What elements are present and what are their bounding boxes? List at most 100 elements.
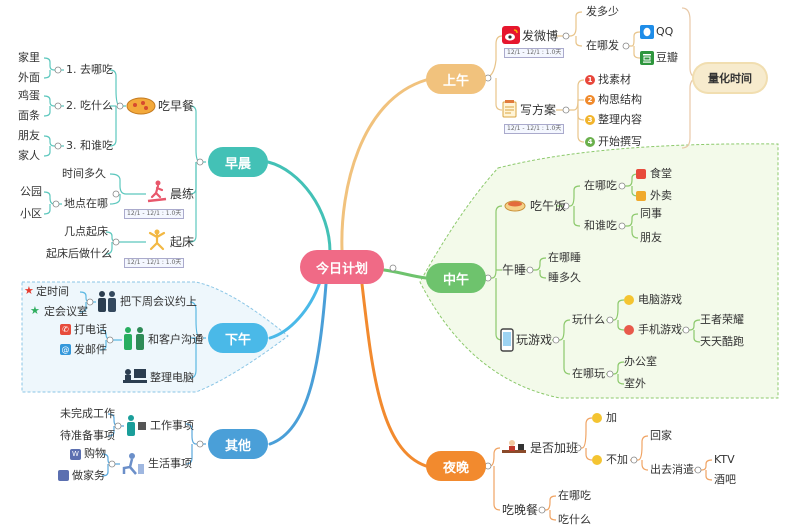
central-topic[interactable]: 今日计划: [300, 250, 384, 284]
stretching-person-icon: [148, 229, 166, 251]
topic-community[interactable]: 小区: [20, 207, 42, 220]
step-item[interactable]: 整理内容: [598, 113, 642, 126]
branch-line-evening: [360, 282, 428, 468]
topic-where-dine[interactable]: 在哪吃: [558, 489, 591, 502]
topic-where-eat[interactable]: 在哪吃: [584, 179, 617, 192]
topic-outdoor[interactable]: 室外: [624, 377, 646, 390]
topic-go-out[interactable]: 出去消遣: [650, 463, 694, 476]
topic-play-games[interactable]: 玩游戏: [516, 333, 553, 347]
topic-pc-game[interactable]: 电脑游戏: [638, 293, 682, 306]
topic-pending-items[interactable]: 待准备事项: [60, 429, 115, 442]
topic-overtime[interactable]: 是否加班: [530, 441, 579, 455]
priority-1-icon: 1: [585, 75, 595, 85]
qq-icon: [640, 25, 654, 39]
topic-weibo[interactable]: 发微博: [522, 29, 559, 43]
topic-mobile-game[interactable]: 手机游戏: [638, 323, 682, 336]
topic-exercise-duration[interactable]: 时间多久: [62, 167, 106, 180]
topic-life-items[interactable]: 生活事项: [148, 457, 192, 470]
work-people-icon: [127, 415, 146, 436]
topic-home[interactable]: 家里: [18, 51, 40, 64]
date-badge: 12/1 - 12/1 : 1.0天: [124, 209, 185, 219]
topic-nap[interactable]: 午睡: [502, 263, 527, 277]
topic-qq[interactable]: QQ: [656, 25, 674, 38]
topic-phone-call[interactable]: 打电话: [74, 323, 107, 336]
topic-go-home[interactable]: 回家: [650, 429, 672, 442]
topic-noodles[interactable]: 面条: [18, 109, 40, 122]
smiley-icon: [624, 295, 634, 305]
topic-work-items[interactable]: 工作事项: [150, 419, 194, 432]
topic-exercise[interactable]: 晨练: [170, 187, 195, 201]
treadmill-runner-icon: [147, 180, 167, 203]
topic-friends[interactable]: 朋友: [18, 129, 40, 142]
phone-call-icon: ✆: [60, 324, 71, 335]
topic-chores[interactable]: 做家务: [72, 469, 105, 482]
step-item[interactable]: 构思结构: [598, 93, 642, 106]
branch-line-afternoon: [268, 280, 322, 340]
topic-with-whom[interactable]: 和谁吃: [584, 219, 617, 232]
topic-breakfast[interactable]: 吃早餐: [158, 99, 195, 113]
topic-set-time[interactable]: 定时间: [36, 285, 69, 298]
branch-forenoon[interactable]: 上午: [426, 64, 486, 94]
topic-lunch[interactable]: 吃午饭: [530, 199, 567, 213]
topic-wake-time[interactable]: 几点起床: [64, 225, 108, 238]
topic-douban[interactable]: 豆瓣: [656, 51, 678, 64]
topic-unfinished-work[interactable]: 未完成工作: [60, 407, 115, 420]
topic-organize-computer[interactable]: 整理电脑: [150, 371, 194, 384]
topic-takeout[interactable]: 外卖: [650, 189, 672, 202]
topic-ktv[interactable]: KTV: [714, 453, 735, 466]
branch-morning[interactable]: 早晨: [208, 147, 268, 177]
topic-where-play[interactable]: 在哪玩: [572, 367, 605, 380]
branch-line-noon: [382, 268, 428, 280]
weibo-icon: [502, 26, 520, 44]
topic-eat-with[interactable]: 3. 和谁吃: [66, 139, 113, 152]
quantify-time-callout[interactable]: 量化时间: [694, 64, 766, 92]
topic-egg[interactable]: 鸡蛋: [18, 89, 40, 102]
topic-schedule-meeting[interactable]: 把下周会议约上: [120, 295, 197, 308]
topic-where-to-eat[interactable]: 1. 去哪吃: [66, 63, 113, 76]
topic-shopping[interactable]: 购物: [84, 447, 106, 460]
branch-evening[interactable]: 夜晚: [426, 451, 486, 481]
priority-2-icon: 2: [585, 95, 595, 105]
topic-where-nap[interactable]: 在哪睡: [548, 251, 581, 264]
sitting-person-icon: [122, 453, 144, 475]
topic-friend[interactable]: 朋友: [640, 231, 662, 244]
topic-canteen[interactable]: 食堂: [650, 167, 672, 180]
topic-what-dine[interactable]: 吃什么: [558, 513, 591, 526]
topic-honor-of-kings[interactable]: 王者荣耀: [700, 313, 744, 326]
topic-colleague[interactable]: 同事: [640, 207, 662, 220]
topic-how-long[interactable]: 睡多久: [548, 271, 581, 284]
smiley-angry-icon: [624, 325, 634, 335]
topic-what-play[interactable]: 玩什么: [572, 313, 605, 326]
topic-office[interactable]: 办公室: [624, 355, 657, 368]
branch-noon[interactable]: 中午: [426, 263, 486, 293]
date-badge: 12/1 - 12/1 : 1.0天: [504, 124, 565, 134]
phone-icon: [500, 328, 514, 352]
topic-dinner[interactable]: 吃晚餐: [502, 503, 539, 517]
topic-wake-up[interactable]: 起床: [170, 235, 195, 249]
topic-where-post[interactable]: 在哪发: [586, 39, 619, 52]
step-item[interactable]: 找素材: [598, 73, 631, 86]
topic-exercise-place[interactable]: 地点在哪: [64, 197, 108, 210]
branch-afternoon[interactable]: 下午: [208, 323, 268, 353]
branch-line-forenoon: [340, 78, 428, 252]
topic-outside[interactable]: 外面: [18, 71, 40, 84]
topic-park[interactable]: 公园: [20, 185, 42, 198]
topic-what-to-eat[interactable]: 2. 吃什么: [66, 99, 113, 112]
topic-bar[interactable]: 酒吧: [714, 473, 736, 486]
date-badge: 12/1 - 12/1 : 1.0天: [124, 258, 185, 268]
branch-line-morning: [266, 160, 332, 254]
topic-client-communication[interactable]: 和客户沟通: [148, 333, 203, 346]
topic-how-many[interactable]: 发多少: [586, 5, 619, 18]
step-item[interactable]: 开始撰写: [598, 135, 642, 148]
topic-family[interactable]: 家人: [18, 149, 40, 162]
branch-other[interactable]: 其他: [208, 429, 268, 459]
topic-after-wake[interactable]: 起床后做什么: [46, 247, 112, 260]
topic-write-plan[interactable]: 写方案: [520, 103, 557, 117]
topic-no-overtime[interactable]: 不加: [606, 453, 628, 466]
topic-parkour[interactable]: 天天酷跑: [700, 335, 744, 348]
topic-yes-overtime[interactable]: 加: [606, 411, 617, 424]
topic-send-email[interactable]: 发邮件: [74, 343, 107, 356]
topic-set-room[interactable]: 定会议室: [44, 305, 88, 318]
